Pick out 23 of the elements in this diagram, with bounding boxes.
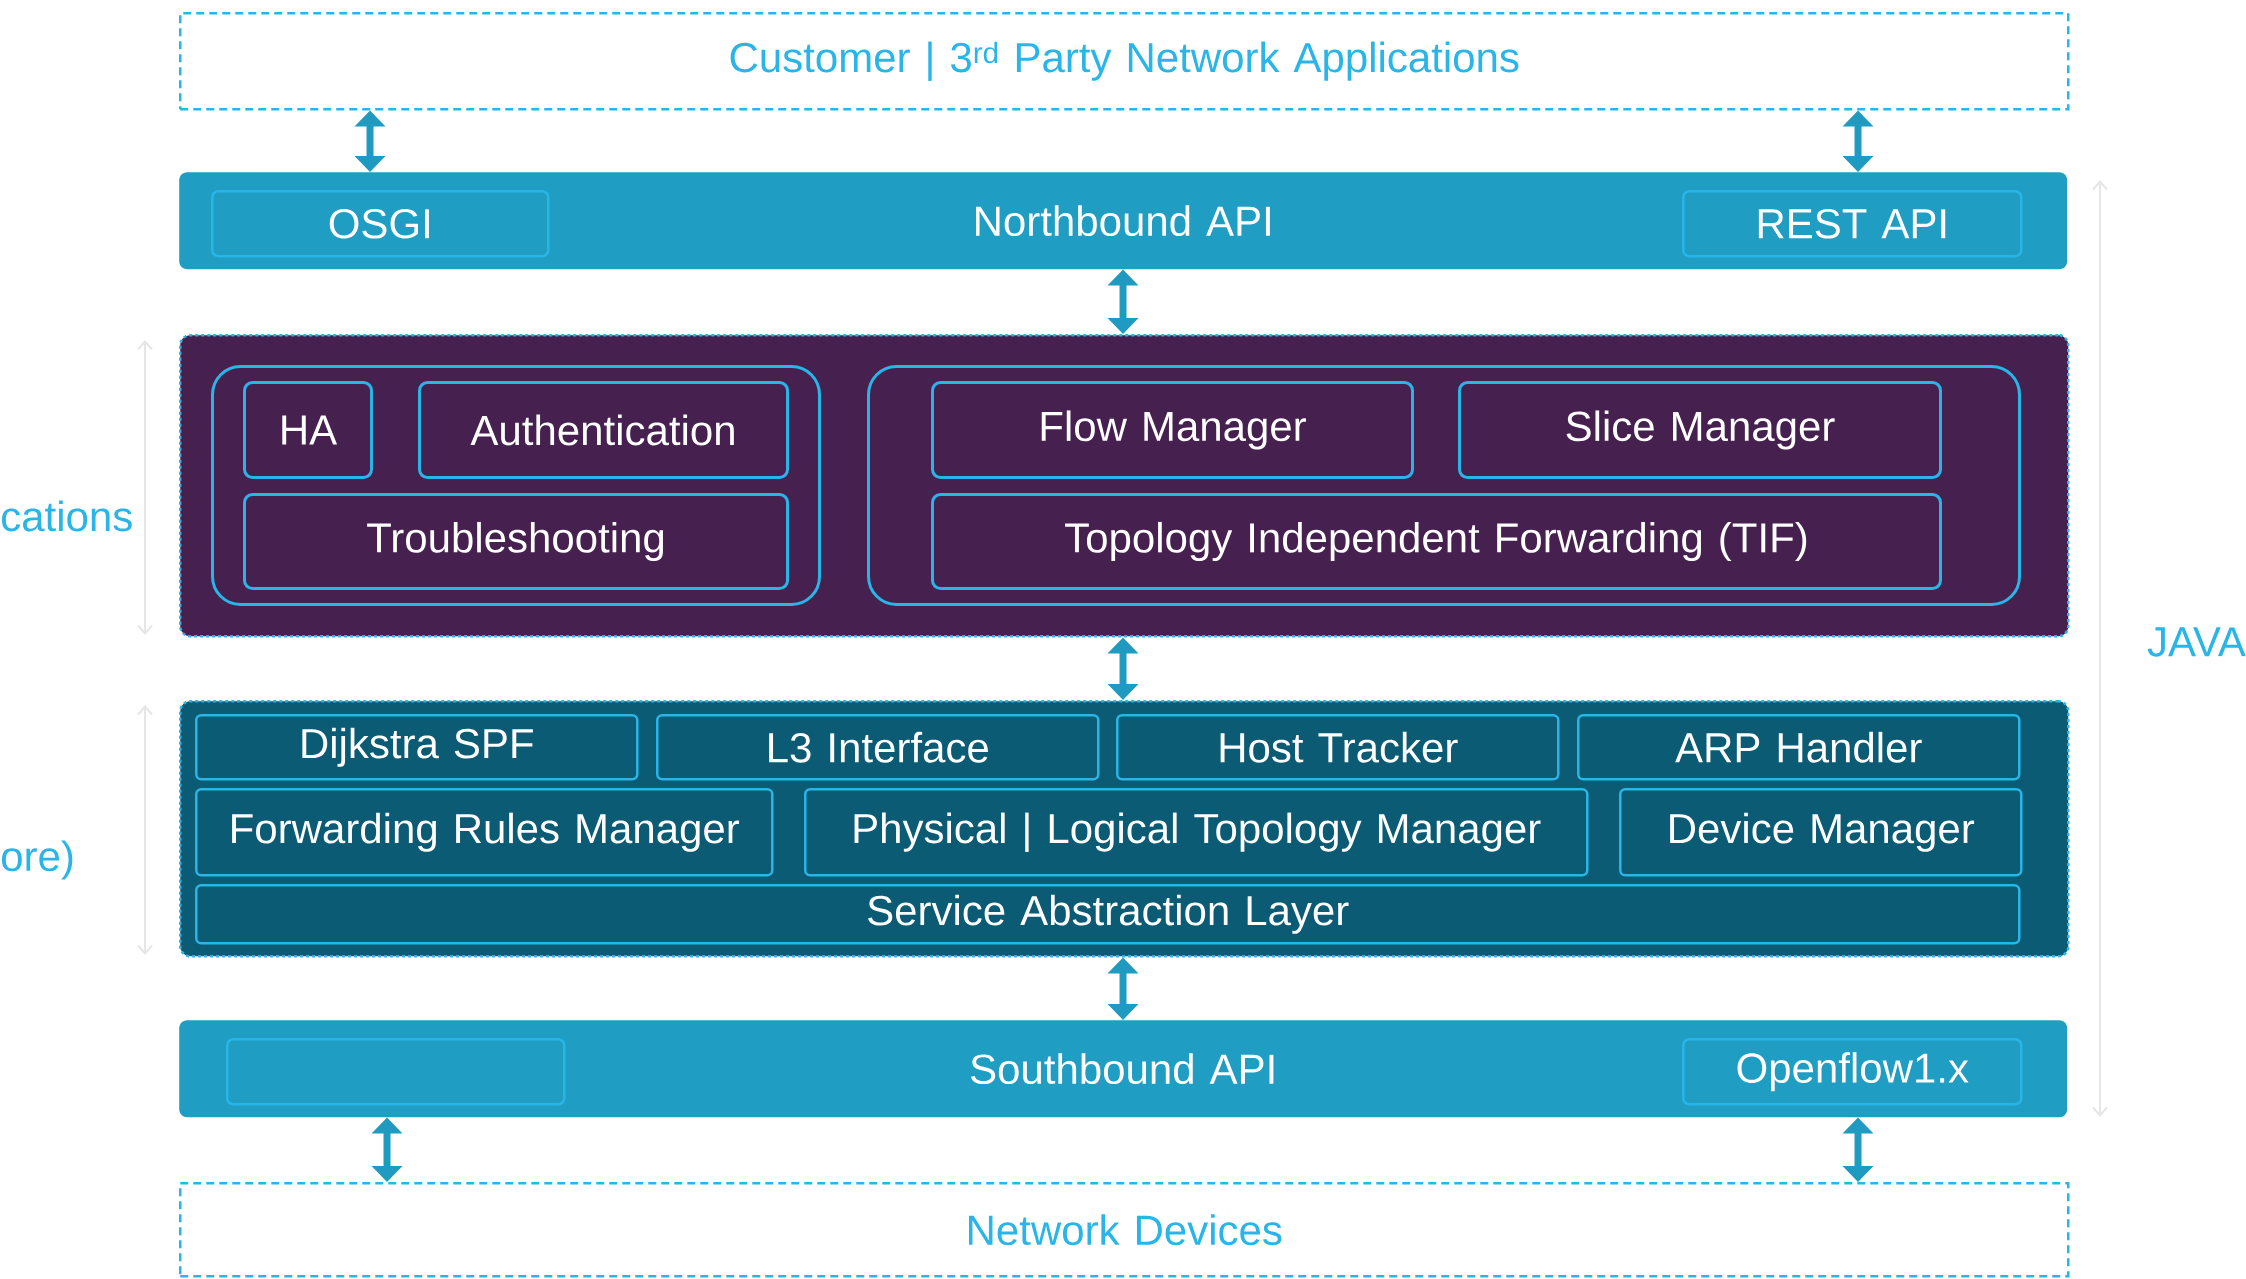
module-box: Authentication [418,381,789,479]
side-label: cations [2,500,132,532]
api-box: OSGI [211,190,550,258]
module-box: Topology Independent Forwarding (TIF) [931,493,1942,590]
module-box: Dijkstra SPF [195,714,639,781]
module-box: Service Abstraction Layer [195,884,2021,945]
module-box: L3 Interface [656,714,1100,781]
api-box: Openflow1.x [1682,1038,2023,1106]
module-box: Slice Manager [1458,381,1942,479]
module-box: Flow Manager [931,381,1414,479]
module-box: Physical | Logical Topology Manager [804,788,1589,877]
module-box: Host Tracker [1116,714,1560,781]
module-box: Forwarding Rules Manager [195,788,774,877]
api-box [226,1038,566,1106]
module-box: HA [243,381,373,479]
api-box: REST API [1682,190,2023,258]
application-box: Network Devices [179,1182,2070,1278]
application-box: Customer | 3$^{rd}$ Party Network Applications [179,12,2070,111]
module-box: Troubleshooting [243,493,789,590]
module-box: ARP Handler [1577,714,2021,781]
side-label: JAVA [2147,627,2246,657]
module-box: Device Manager [1619,788,2023,877]
side-label: ore) [1,840,73,880]
